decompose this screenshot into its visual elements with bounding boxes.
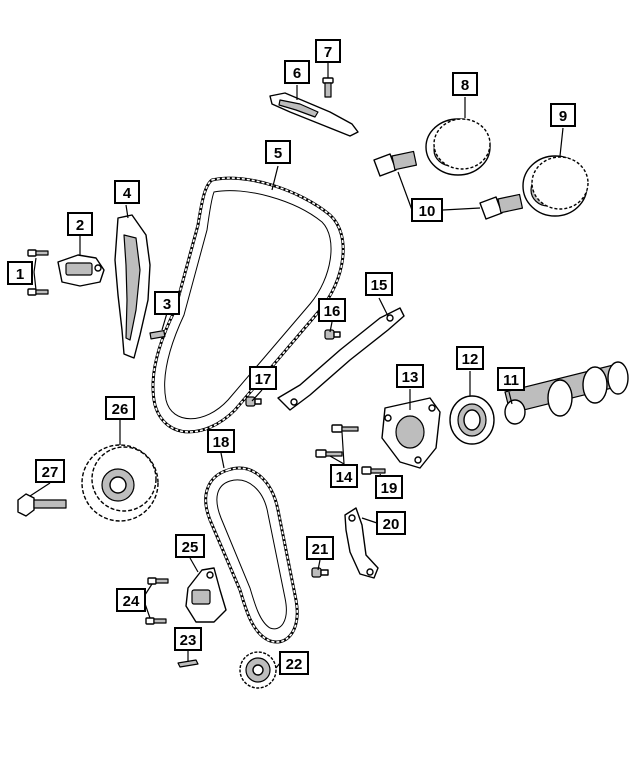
callout-label: 23 [180, 632, 197, 649]
callout-label: 9 [559, 108, 567, 125]
upper-chain-tensioner [57, 254, 105, 287]
callout-21: 21 [306, 536, 334, 560]
callout-label: 3 [163, 296, 171, 313]
cover-plate [381, 397, 441, 469]
callout-label: 11 [503, 372, 519, 389]
callout-17: 17 [249, 366, 277, 390]
callout-26: 26 [105, 396, 135, 420]
callout-label: 2 [76, 217, 84, 234]
guide-bolt-16 [324, 329, 341, 340]
callout-label: 6 [293, 65, 301, 82]
callout-22: 22 [279, 651, 309, 675]
cover-bolts [315, 424, 359, 458]
callout-4: 4 [114, 180, 140, 204]
callout-1: 1 [7, 261, 33, 285]
camshaft-seal [449, 395, 495, 445]
crank-sprocket [239, 651, 277, 689]
callout-16: 16 [318, 298, 346, 322]
guide-pin [149, 329, 166, 340]
tensioner-bolt-21 [311, 567, 329, 578]
callout-label: 1 [16, 266, 24, 283]
callout-label: 14 [336, 469, 353, 486]
tensioner-guide-arm [114, 214, 151, 359]
callout-25: 25 [175, 534, 205, 558]
callout-label: 25 [182, 539, 199, 556]
callout-label: 4 [123, 185, 132, 202]
oil-control-valve-upper [373, 150, 418, 177]
callout-11: 11 [497, 367, 525, 391]
callout-label: 26 [112, 401, 129, 418]
callout-label: 10 [419, 203, 436, 220]
callout-label: 13 [402, 369, 419, 386]
intake-cam-phaser [425, 118, 491, 176]
callout-label: 7 [324, 44, 332, 61]
callout-23: 23 [174, 627, 202, 651]
callout-label: 18 [213, 434, 230, 451]
callout-label: 20 [383, 516, 400, 533]
lower-timing-chain [204, 466, 299, 644]
exhaust-cam-phaser [522, 155, 589, 217]
tensioner-mount-bolts [27, 249, 49, 296]
callout-20: 20 [376, 511, 406, 535]
callout-18: 18 [207, 429, 235, 453]
callout-label: 12 [462, 351, 479, 368]
tensioner-arm [344, 507, 379, 579]
lower-chain-tensioner [185, 567, 227, 623]
crankshaft-bolt [17, 493, 67, 517]
callout-12: 12 [456, 346, 484, 370]
upper-timing-chain [151, 176, 345, 434]
guide-bolt [322, 77, 334, 98]
callout-24: 24 [116, 588, 146, 612]
callout-13: 13 [396, 364, 424, 388]
callout-8: 8 [452, 72, 478, 96]
callout-label: 21 [312, 541, 329, 558]
callout-2: 2 [67, 212, 93, 236]
callout-label: 8 [461, 77, 469, 94]
callout-label: 24 [123, 593, 140, 610]
callout-7: 7 [315, 39, 341, 63]
callout-27: 27 [35, 459, 65, 483]
callout-3: 3 [154, 291, 180, 315]
callout-label: 19 [381, 480, 398, 497]
guide-bolt-17 [245, 396, 262, 407]
callout-label: 5 [274, 145, 282, 162]
right-chain-guide [277, 307, 405, 411]
callout-label: 27 [42, 464, 59, 481]
callout-19: 19 [375, 475, 403, 499]
callout-6: 6 [284, 60, 310, 84]
callout-14: 14 [330, 464, 358, 488]
callout-15: 15 [365, 272, 393, 296]
callout-10: 10 [411, 198, 443, 222]
callout-9: 9 [550, 103, 576, 127]
oil-control-valve-lower [479, 193, 524, 220]
upper-chain-guide [269, 92, 359, 137]
callout-label: 16 [324, 303, 341, 320]
callout-label: 22 [286, 656, 303, 673]
crankshaft-gear [81, 444, 159, 522]
callout-label: 17 [255, 371, 272, 388]
camshaft [504, 361, 629, 425]
leader-lines [29, 63, 564, 669]
callout-5: 5 [265, 140, 291, 164]
callout-label: 15 [371, 277, 388, 294]
woodruff-key [177, 659, 199, 668]
tensioner-bolt-19 [361, 466, 386, 475]
